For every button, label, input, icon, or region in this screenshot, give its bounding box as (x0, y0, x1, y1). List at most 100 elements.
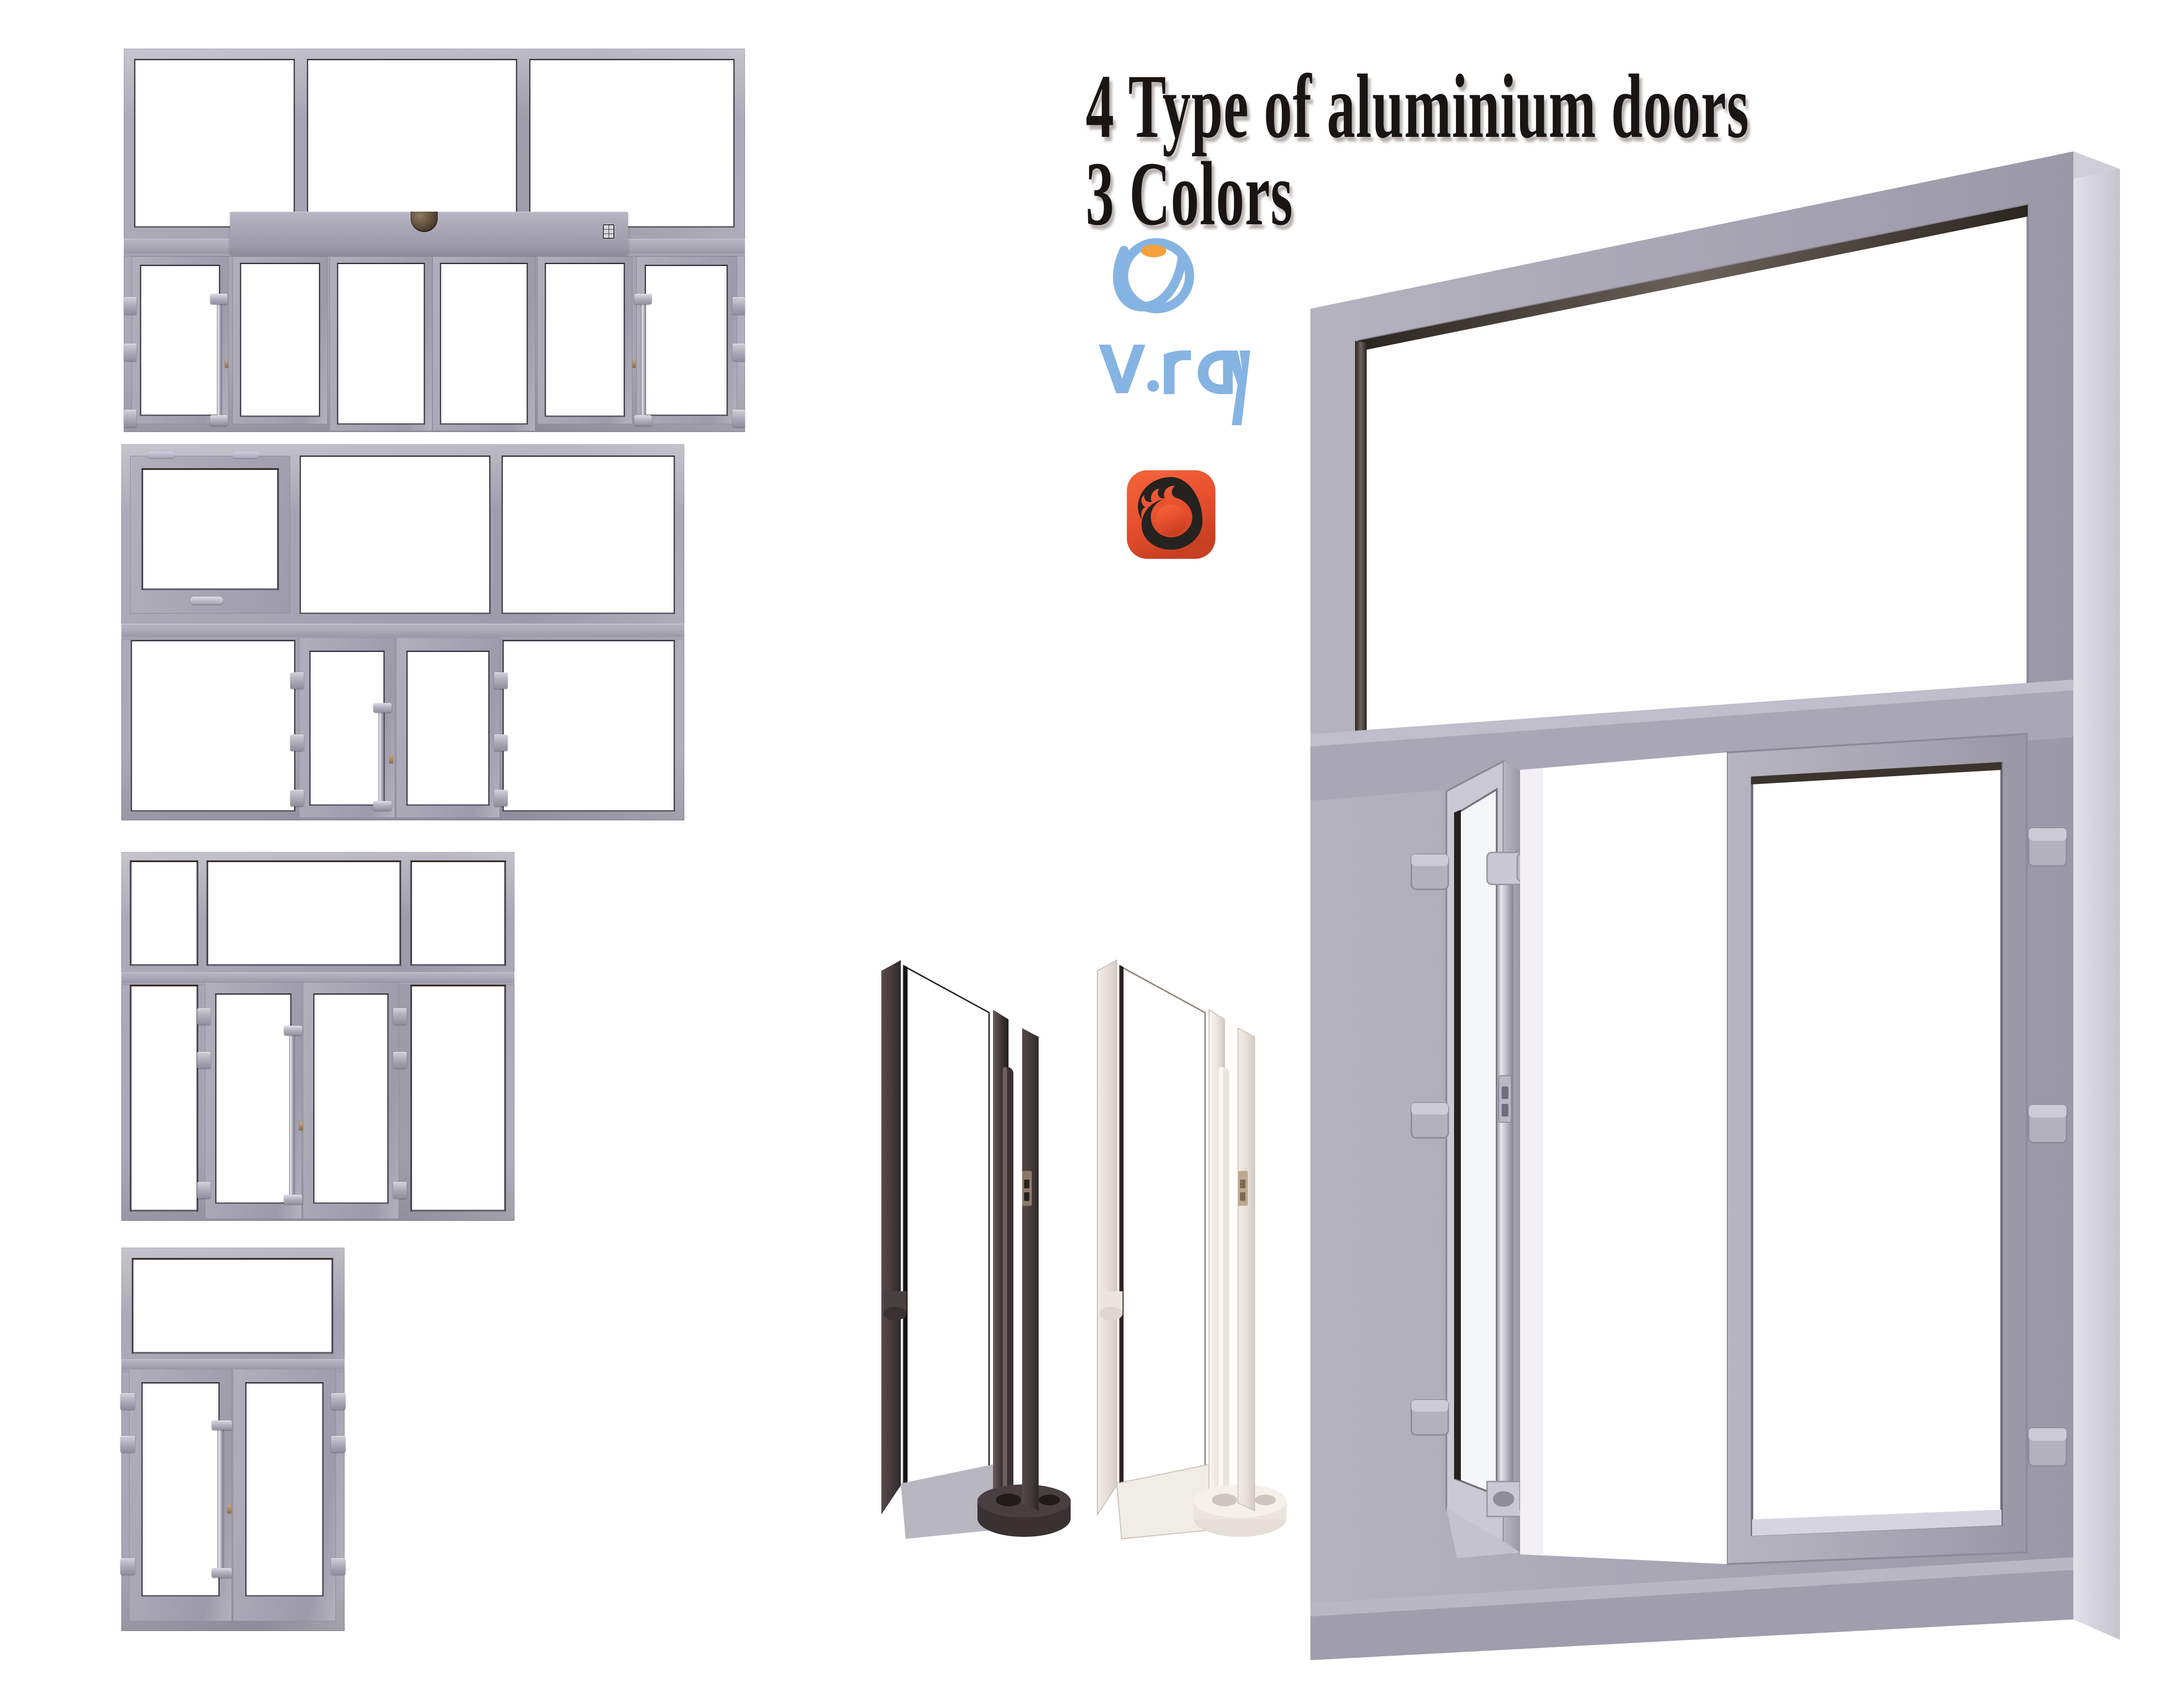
door-3-pull-handle[interactable] (289, 1032, 295, 1199)
door-type-1-automatic-sliding (124, 49, 745, 432)
door-2-pull-handle[interactable] (379, 709, 384, 805)
door-4-cylinder-lock (227, 1505, 232, 1514)
door-2-awning-glass (142, 468, 279, 590)
door-1-handle-boss-top-right (634, 294, 652, 304)
door-1-hinge (732, 297, 745, 315)
door-3-leaf-right-glass (314, 994, 388, 1203)
color-variant-cream-white (1094, 951, 1298, 1544)
door-4-hinge (331, 1393, 346, 1410)
door-4-handle-boss-bottom (212, 1568, 232, 1578)
door-2-handle-boss-bottom (373, 801, 392, 811)
door-2-hinge (494, 790, 508, 806)
v-ray-logo (1096, 233, 1256, 427)
door-3-hinge (197, 1182, 211, 1199)
door-3-hinge (393, 1052, 407, 1068)
door-type-3-double-narrow-sidelights (121, 852, 514, 1221)
door-3-hinge (197, 1052, 211, 1068)
door-4-leaf-left[interactable] (129, 1369, 232, 1621)
door-2-hinge (290, 734, 304, 751)
keypad-key (609, 230, 613, 233)
headline-line-1: 4 Type of aluminium doors (1086, 55, 1750, 157)
door-1-transom-glass-left (134, 59, 295, 227)
door-1-handle-boss-bottom-left (210, 415, 228, 426)
door-1-sensor-header-bar (230, 212, 628, 254)
door-2-hinge (290, 790, 304, 806)
door-1-handle-boss-bottom-right (634, 415, 652, 426)
door-1-pull-handle-left[interactable] (217, 299, 222, 420)
door-3-sidelight-right-glass (411, 985, 506, 1211)
door-1-side-leaf-right[interactable] (636, 256, 737, 424)
keypad-key (604, 225, 609, 229)
door-3-handle-boss-bottom (284, 1195, 302, 1204)
door-2-leaf-right-glass (407, 651, 489, 805)
motion-sensor-dome (411, 212, 438, 232)
door-3-leaf-left-glass (215, 994, 291, 1203)
door-2-sidelight-right-glass (503, 640, 675, 811)
control-keypad[interactable] (603, 224, 614, 239)
door-2-awning-sash[interactable] (130, 451, 290, 614)
door-4-leaf-right[interactable] (233, 1369, 336, 1621)
door-type-4-double-with-transom (120, 1248, 346, 1631)
door-1-sliding-leaf-b-glass (440, 263, 528, 424)
door-1-hinge (124, 297, 136, 315)
door-2-transom-glass-mid (300, 456, 490, 614)
door-1-sliding-leaf-a-glass (337, 263, 425, 424)
door-4-hinge (331, 1558, 346, 1575)
corona-renderer-logo (1125, 468, 1217, 561)
door-1-lock-right (632, 359, 636, 368)
hero-door-perspective (1301, 121, 2145, 1660)
door-2-cylinder-lock (389, 755, 393, 764)
awning-hinge-right (232, 451, 259, 458)
color-variant-bronze-brown (878, 951, 1082, 1544)
door-4-pull-handle[interactable] (217, 1426, 224, 1572)
door-1-side-leaf-left-glass (140, 265, 220, 416)
door-4-handle-boss-top (212, 1420, 232, 1430)
door-1-fixed-panel-left (232, 256, 328, 424)
door-1-pull-handle-right[interactable] (641, 299, 646, 420)
door-4-transom-glass (132, 1258, 333, 1353)
door-4-hinge (331, 1436, 346, 1452)
awning-hinge-left (148, 451, 175, 458)
door-1-hinge (124, 344, 136, 361)
door-1-side-leaf-left[interactable] (132, 256, 229, 424)
door-3-cylinder-lock (299, 1122, 303, 1131)
door-type-2-double-with-sidelights (121, 444, 684, 820)
door-2-hinge (494, 734, 508, 751)
door-4-hinge (120, 1393, 135, 1410)
door-3-transom-glass-right (411, 861, 506, 966)
door-3-transom-glass-left (130, 861, 198, 966)
door-1-sliding-leaf-a[interactable] (330, 256, 432, 431)
door-3-hinge (393, 1182, 407, 1199)
door-1-hinge (124, 410, 136, 427)
door-2-transom-glass-right (502, 456, 675, 614)
door-1-sliding-leaf-b[interactable] (432, 256, 535, 431)
door-4-hinge (120, 1558, 135, 1575)
door-3-hinge (197, 1008, 211, 1025)
door-3-sidelight-left-glass (130, 985, 198, 1211)
door-1-fixed-panel-left-glass (240, 263, 320, 416)
keypad-key (604, 230, 609, 233)
door-1-transom-glass-right (529, 59, 734, 227)
door-1-fixed-panel-right (537, 256, 632, 424)
door-2-transom-rail (121, 624, 684, 639)
door-3-hinge (393, 1008, 407, 1025)
door-2-leaf-right[interactable] (396, 637, 500, 818)
door-2-sidelight-left-glass (131, 640, 295, 811)
door-1-lock-left (225, 359, 228, 368)
headline-line-2: 3 Colors (1086, 143, 1293, 244)
keypad-key (604, 234, 609, 238)
door-2-hinge (290, 672, 304, 689)
door-1-hinge (732, 410, 745, 427)
door-1-fixed-panel-right-glass (545, 263, 625, 416)
door-3-leaf-right[interactable] (303, 982, 399, 1219)
door-1-transom-glass-mid (307, 59, 517, 227)
door-4-leaf-right-glass (246, 1383, 323, 1596)
door-3-leaf-left[interactable] (205, 982, 302, 1219)
door-3-transom-glass-mid (207, 861, 401, 966)
door-3-handle-boss-top (284, 1026, 302, 1035)
door-4-leaf-left-glass (142, 1383, 219, 1596)
keypad-key (609, 225, 613, 229)
door-1-side-leaf-right-glass (645, 265, 728, 416)
awning-window-handle[interactable] (190, 597, 223, 604)
